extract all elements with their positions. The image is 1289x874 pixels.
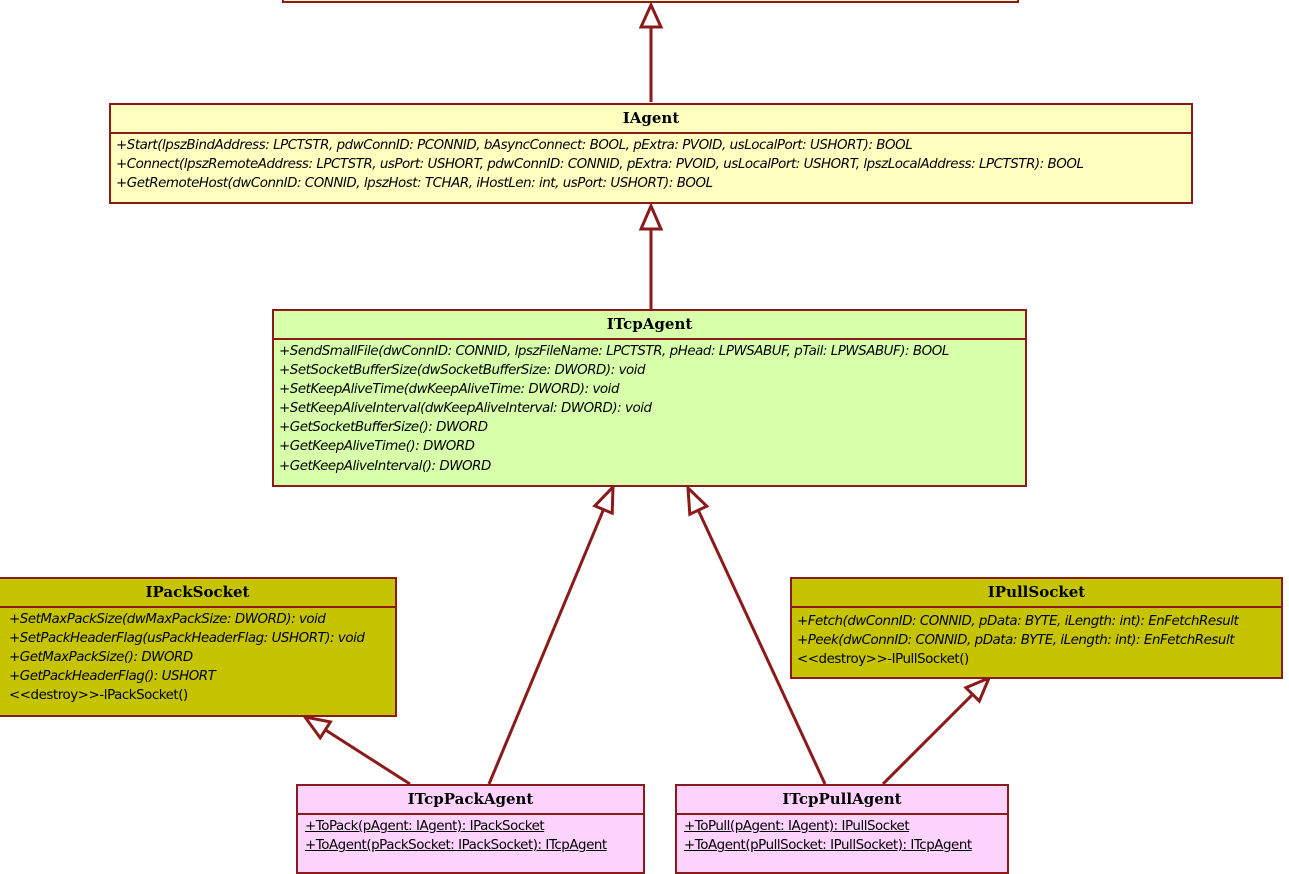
operation: +Fetch(dwConnID: CONNID, pData: BYTE, iL… bbox=[797, 614, 1239, 629]
operation: +GetPackHeaderFlag(): USHORT bbox=[9, 669, 216, 685]
edge-itcppullagent-to-itcpagent bbox=[696, 509, 827, 785]
class-itcppullagent[interactable]: ITcpPullAgent +ToPull(pAgent: IAgent): I… bbox=[675, 784, 1009, 874]
operation: +SetMaxPackSize(dwMaxPackSize: DWORD): v… bbox=[9, 612, 326, 627]
operation: +GetRemoteHost(dwConnID: CONNID, lpszHos… bbox=[116, 176, 713, 192]
operations-compartment: +SetMaxPackSize(dwMaxPackSize: DWORD): v… bbox=[0, 608, 395, 705]
operation: +GetMaxPackSize(): DWORD bbox=[9, 650, 193, 666]
class-iagent[interactable]: IAgent +Start(lpszBindAddress: LPCTSTR, … bbox=[109, 103, 1193, 204]
class-name: ITcpPackAgent bbox=[298, 786, 643, 815]
class-name: ITcpAgent bbox=[274, 311, 1025, 340]
edge-itcpagent-to-iagent-head bbox=[638, 202, 664, 231]
edge-itcppackagent-to-itcpagent bbox=[487, 509, 605, 785]
edge-itcppullagent-to-itcpagent-head bbox=[686, 484, 710, 517]
class-name: IPackSocket bbox=[0, 579, 395, 608]
class-itcpagent[interactable]: ITcpAgent +SendSmallFile(dwConnID: CONNI… bbox=[272, 309, 1027, 487]
class-name: IPullSocket bbox=[792, 579, 1281, 608]
edge-itcppackagent-to-itcpagent-head bbox=[592, 483, 615, 516]
operation: +GetKeepAliveTime(): DWORD bbox=[279, 439, 475, 455]
class-name: IAgent bbox=[111, 105, 1191, 134]
operation: +Start(lpszBindAddress: LPCTSTR, pdwConn… bbox=[116, 138, 913, 153]
operations-compartment: +Fetch(dwConnID: CONNID, pData: BYTE, iL… bbox=[792, 608, 1281, 669]
edge-itcppackagent-to-ipacksocket-head bbox=[301, 714, 333, 741]
operation: +ToPull(pAgent: IAgent): IPullSocket bbox=[684, 819, 910, 834]
operation: +SetPackHeaderFlag(usPackHeaderFlag: USH… bbox=[9, 631, 365, 647]
class-ipacksocket[interactable]: IPackSocket +SetMaxPackSize(dwMaxPackSiz… bbox=[0, 577, 397, 717]
operations-compartment: +SendSmallFile(dwConnID: CONNID, lpszFil… bbox=[274, 340, 1025, 476]
operation: +Peek(dwConnID: CONNID, pData: BYTE, iLe… bbox=[797, 633, 1235, 649]
operation: +SetSocketBufferSize(dwSocketBufferSize:… bbox=[279, 363, 646, 379]
operations-compartment: +ToPack(pAgent: IAgent): IPackSocket +To… bbox=[298, 815, 643, 855]
operation: +ToAgent(pPullSocket: IPullSocket): ITcp… bbox=[684, 838, 972, 854]
edge-itcppackagent-to-ipacksocket bbox=[324, 728, 411, 786]
edge-iagent-to-parent-head bbox=[638, 1, 664, 29]
class-itcppackagent[interactable]: ITcpPackAgent +ToPack(pAgent: IAgent): I… bbox=[296, 784, 645, 874]
operations-compartment: +Start(lpszBindAddress: LPCTSTR, pdwConn… bbox=[111, 134, 1191, 193]
operation: +ToPack(pAgent: IAgent): IPackSocket bbox=[305, 819, 545, 834]
edge-itcppullagent-to-ipullsocket bbox=[881, 693, 974, 786]
operation: +SendSmallFile(dwConnID: CONNID, lpszFil… bbox=[279, 344, 949, 359]
destructor: <<destroy>>-IPackSocket() bbox=[9, 688, 188, 704]
operations-compartment: +ToPull(pAgent: IAgent): IPullSocket +To… bbox=[677, 815, 1007, 855]
class-ipullsocket[interactable]: IPullSocket +Fetch(dwConnID: CONNID, pDa… bbox=[790, 577, 1283, 679]
operation: +SetKeepAliveInterval(dwKeepAliveInterva… bbox=[279, 401, 652, 417]
parent-class-box-partial bbox=[282, 0, 1019, 3]
operation: +SetKeepAliveTime(dwKeepAliveTime: DWORD… bbox=[279, 382, 619, 398]
operation: +Connect(lpszRemoteAddress: LPCTSTR, usP… bbox=[116, 157, 1084, 173]
edge-itcppullagent-to-ipullsocket-head bbox=[963, 675, 992, 704]
class-name: ITcpPullAgent bbox=[677, 786, 1007, 815]
operation: +ToAgent(pPackSocket: IPackSocket): ITcp… bbox=[305, 838, 607, 854]
operation: +GetKeepAliveInterval(): DWORD bbox=[279, 458, 491, 474]
destructor: <<destroy>>-IPullSocket() bbox=[797, 652, 969, 668]
operation: +GetSocketBufferSize(): DWORD bbox=[279, 420, 488, 436]
generalization-arrows bbox=[282, 0, 1019, 786]
